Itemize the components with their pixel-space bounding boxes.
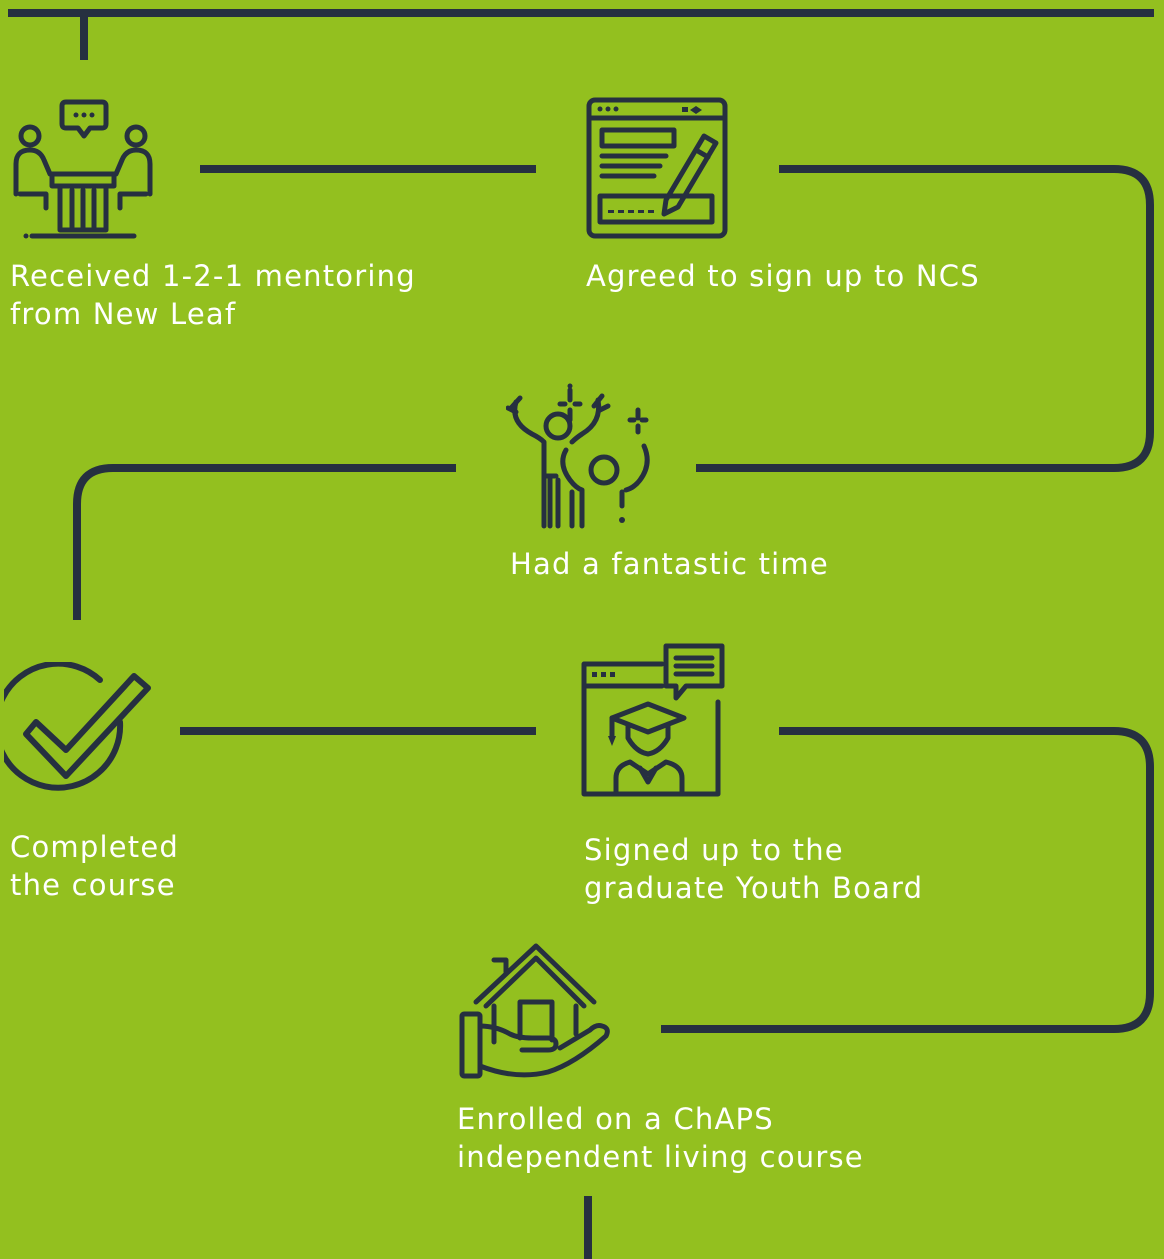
step-label-fantastic-time: Had a fantastic time (510, 545, 829, 583)
step-label-line: Completed (10, 830, 179, 864)
step-label-line: independent living course (457, 1140, 864, 1174)
step-label-line: graduate Youth Board (584, 871, 924, 905)
step-label-line: the course (10, 868, 176, 902)
step-label-agreed-ncs: Agreed to sign up to NCS (586, 257, 980, 295)
house-in-hand-icon (459, 943, 610, 1079)
connector-youthboard-to-chaps (661, 727, 1154, 1033)
celebrating-people-icon (506, 383, 650, 529)
step-label-youth-board: Signed up to the graduate Youth Board (584, 831, 923, 907)
connector-fantastic-to-completed (73, 464, 456, 620)
graduate-online-icon (581, 643, 725, 797)
step-label-line: Had a fantastic time (510, 547, 829, 581)
step-label-completed-course: Completed the course (10, 828, 179, 904)
mentoring-meeting-icon (13, 99, 153, 239)
step-label-chaps-course: Enrolled on a ChAPS independent living c… (457, 1100, 864, 1176)
step-label-line: Enrolled on a ChAPS (457, 1102, 774, 1136)
connector-agreed-to-fantastic (696, 165, 1154, 472)
step-label-line: Signed up to the (584, 833, 844, 867)
checkmark-circle-icon (4, 662, 151, 791)
step-label-line: from New Leaf (10, 297, 237, 331)
step-label-line: Received 1-2-1 mentoring (10, 259, 416, 293)
signing-form-icon (586, 97, 728, 239)
step-label-mentoring: Received 1-2-1 mentoring from New Leaf (10, 257, 416, 333)
step-label-line: Agreed to sign up to NCS (586, 259, 980, 293)
